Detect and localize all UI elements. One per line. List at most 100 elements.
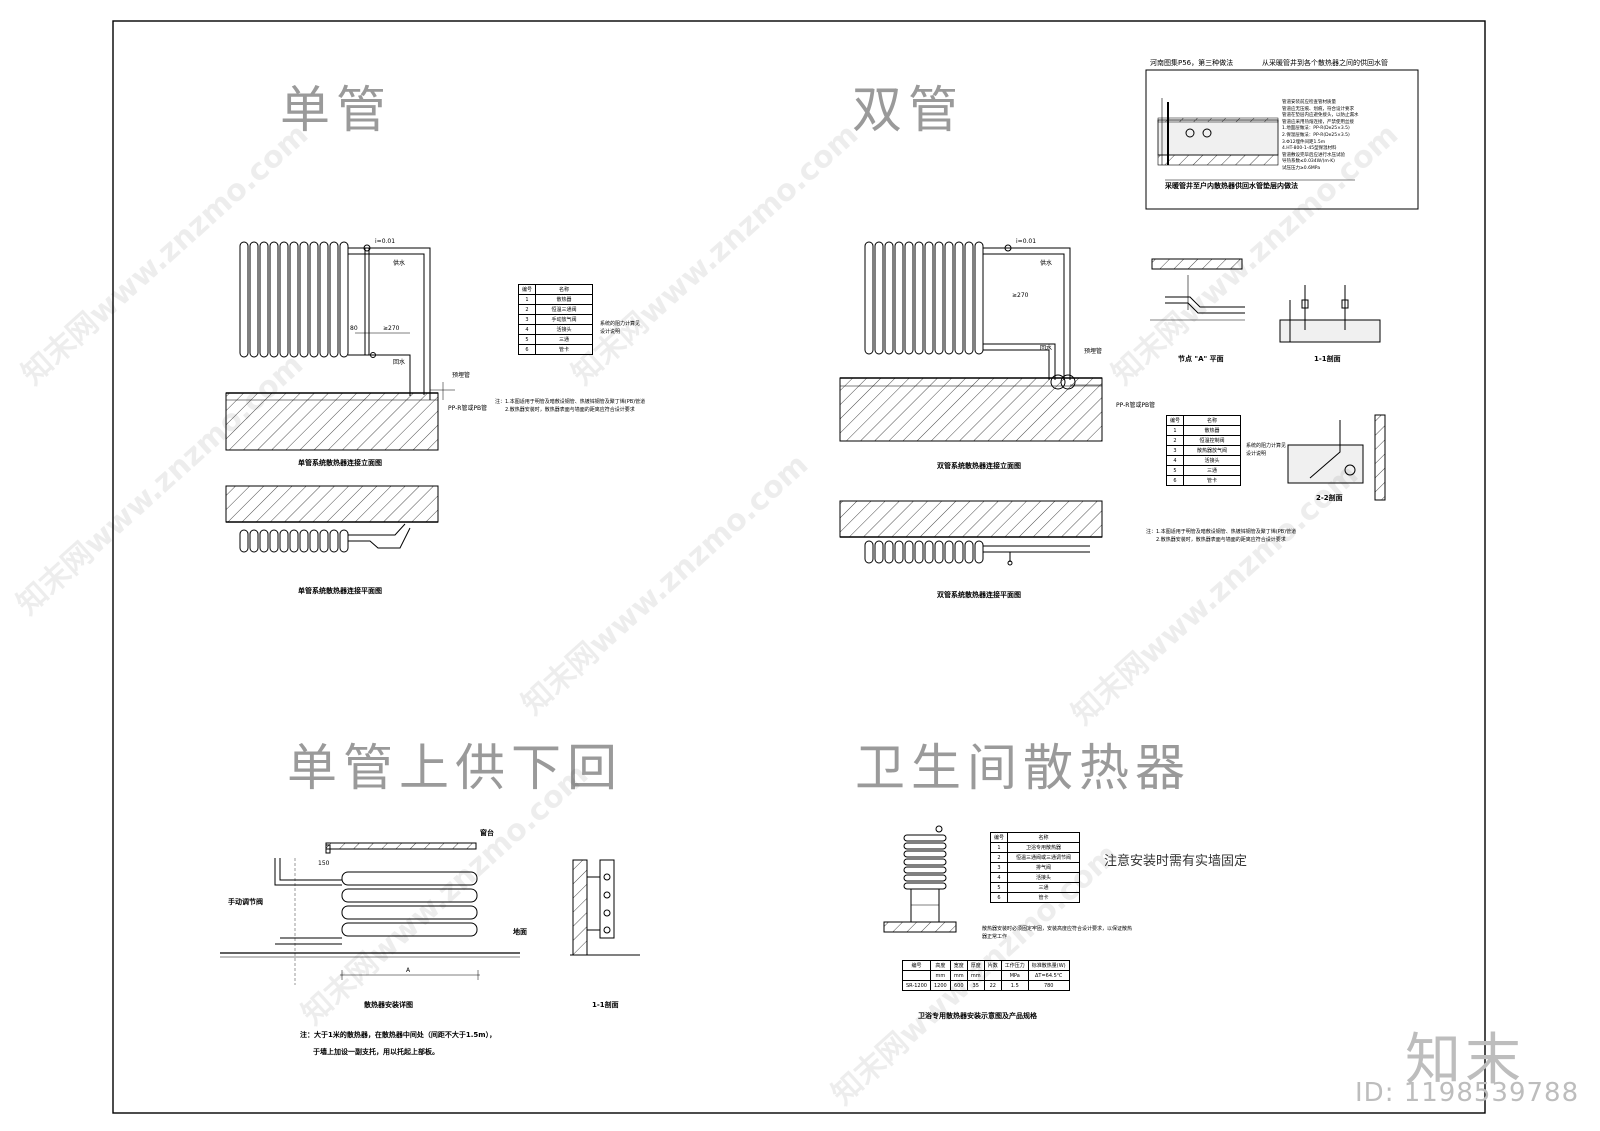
- dim-a: A: [406, 967, 411, 974]
- spec-row-4: 22: [983, 980, 1002, 991]
- section-22: [1287, 414, 1386, 501]
- caption-bath-install: 卫浴专用散热器安装示意图及产品规格: [918, 1012, 1037, 1020]
- legend-double-row-2-name: 恒温控制阀: [1183, 435, 1242, 446]
- header-line-9: 管道敷设完毕后应进行水压试验: [1282, 152, 1345, 158]
- legend-double-row-1-name: 散热器: [1183, 425, 1242, 436]
- header-line-4: 管道应采用热熔连接，严禁使用丝接: [1282, 119, 1354, 125]
- legend-bath-header-no: 编号: [989, 832, 1009, 843]
- single-plan: [225, 485, 439, 553]
- label-pp-r-double: PP-R管或PB管: [1116, 402, 1156, 409]
- header-lines: 管道安装前应检查管材质量 管道应无压痕、划痕，符合设计要求 管道在垫层内应避免接…: [1282, 100, 1359, 173]
- spec-header-6: 标准散热量(W): [1027, 960, 1070, 971]
- legend-single-header-no: 编号: [517, 284, 537, 295]
- double-elevation: [839, 241, 1103, 442]
- title-single-pipe: 单管: [280, 81, 392, 139]
- legend-bath-row-2-no: 2: [989, 852, 1009, 863]
- header-caption: 采暖管井至户内散热器供回水管垫层内做法: [1165, 182, 1298, 190]
- caption-section-11-bottom: 1-1剖面: [592, 1001, 619, 1009]
- dim-270: ≥270: [383, 325, 400, 332]
- spec-unit-0: [902, 970, 931, 981]
- label-return: 回水: [393, 359, 406, 366]
- bottom-note-2: 于墙上加设一副支托，用以托起上部板。: [313, 1048, 439, 1056]
- legend-single-row-4-no: 4: [517, 324, 537, 335]
- legend-bath-row-1-no: 1: [989, 842, 1009, 853]
- section-11-bottom: [570, 859, 640, 956]
- caption-double-plan: 双管系统散热器连接平面图: [937, 591, 1021, 599]
- legend-double-side-note: 系统的阻力计算见设计说明: [1246, 443, 1287, 457]
- legend-single-row-6-name: 管卡: [535, 344, 594, 355]
- header-line-2: 管道应无压痕、划痕，符合设计要求: [1282, 106, 1354, 112]
- brand-logo: 知末: [1405, 1028, 1525, 1093]
- legend-double-row-3-name: 散热器放气阀: [1183, 445, 1242, 456]
- single-elevation: [225, 241, 455, 451]
- label-supply: 供水: [393, 260, 406, 267]
- legend-double-header-no: 编号: [1165, 415, 1185, 426]
- section-11-top: [1279, 285, 1381, 343]
- legend-bath-row-6-no: 6: [989, 892, 1009, 903]
- bottom-note-1: 注：大于1米的散热器，在散热器中间处（间距不大于1.5m），: [300, 1031, 497, 1039]
- legend-double-row-3-no: 3: [1165, 445, 1185, 456]
- header-detail-box: [1145, 69, 1419, 210]
- notes-single-1: 注：1.本图适用于明管及暗敷设钢管、热镀锌钢管及聚丁烯(PB)管道: [495, 399, 646, 405]
- header-ref-right: 从采暖管井到各个散热器之间的供回水管: [1262, 59, 1388, 67]
- bath-spec-note: 散热器安装时必须固定牢固，安装高度应符合设计要求，以保证散热器正常工作: [982, 926, 1133, 940]
- legend-bath-row-6-name: 管卡: [1007, 892, 1081, 903]
- spec-row-0: SR-1200: [902, 980, 931, 991]
- caption-section-11-top: 1-1剖面: [1314, 355, 1341, 363]
- legend-single-row-3-no: 3: [517, 314, 537, 325]
- legend-single-row-4-name: 活接头: [535, 324, 594, 335]
- notes-double-1: 注：1.本图适用于明管及暗敷设钢管、热镀锌钢管及聚丁烯(PB)管道: [1146, 529, 1297, 535]
- caption-single-elevation: 单管系统散热器连接立面图: [298, 459, 382, 467]
- caption-node-a-plan: 节点 "A" 平面: [1178, 355, 1224, 363]
- legend-single-row-1-no: 1: [517, 294, 537, 305]
- legend-bath-row-4-no: 4: [989, 872, 1009, 883]
- legend-single-side-note: 系统的阻力计算见设计说明: [600, 321, 641, 335]
- legend-double-row-5-no: 5: [1165, 465, 1185, 476]
- label-manual-valve: 手动调节阀: [228, 898, 263, 906]
- legend-double-row-4-name: 活接头: [1183, 455, 1242, 466]
- node-a-plan: [1150, 258, 1245, 321]
- title-single-top-supply: 单管上供下回: [287, 739, 623, 797]
- bath-spec-table: 编号 高度 宽度 厚度 片数 工作压力 标准散热量(W) mm mm mm MP…: [902, 960, 1070, 991]
- legend-bath-row-3-no: 3: [989, 862, 1009, 873]
- legend-bath-row-1-name: 卫浴专用散热器: [1007, 842, 1081, 853]
- label-buried-double: 预埋管: [1084, 348, 1103, 355]
- title-bathroom: 卫生间散热器: [855, 739, 1191, 797]
- legend-single-header-name: 名称: [535, 284, 594, 295]
- legend-double-row-4-no: 4: [1165, 455, 1185, 466]
- header-line-5: 1.地面层做法：PP-R(De25×3.5): [1282, 126, 1350, 132]
- header-line-6: 2.保温层做法：PP-R(De25×3.5): [1282, 132, 1350, 138]
- header-line-11: 试压压力≥0.6MPa: [1282, 165, 1321, 171]
- header-ref-left: 河南图集P56，第三种做法: [1150, 59, 1234, 67]
- spec-unit-6: ΔT=64.5℃: [1027, 970, 1070, 981]
- notes-single-2: 2.散热器安装时，散热器表面与墙面的距离应符合设计要求: [505, 407, 635, 413]
- notes-double-2: 2.散热器安装时，散热器表面与墙面的距离应符合设计要求: [1156, 537, 1286, 543]
- title-double-pipe: 双管: [852, 81, 964, 139]
- label-slope-double: i=0.01: [1016, 238, 1037, 245]
- label-pp-r-single: PP-R管或PB管: [448, 405, 488, 412]
- label-return-double: 回水: [1040, 345, 1053, 352]
- label-buried: 预埋管: [452, 372, 471, 379]
- dim-80: 80: [350, 325, 358, 332]
- single-radiator: [239, 241, 349, 358]
- legend-single-row-5-no: 5: [517, 334, 537, 345]
- header-line-8: 4.HT-800-1-45型保温材料: [1282, 146, 1337, 152]
- label-floor: 地面: [513, 928, 527, 936]
- caption-radiator-install: 散热器安装详图: [364, 1001, 413, 1009]
- caption-single-plan: 单管系统散热器连接平面图: [298, 587, 382, 595]
- legend-single-row-1-name: 散热器: [535, 294, 594, 305]
- legend-bath-row-5-no: 5: [989, 882, 1009, 893]
- label-slope: i=0.01: [375, 238, 396, 245]
- spec-header-0: 编号: [902, 960, 931, 971]
- caption-section-22: 2-2剖面: [1316, 494, 1343, 502]
- radiator-install: [220, 842, 520, 985]
- install-note: 注意安装时需有实墙固定: [1104, 854, 1248, 869]
- spec-row-6: 780: [1027, 980, 1070, 991]
- dim-270-double: ≥270: [1012, 292, 1029, 299]
- double-plan: [839, 500, 1103, 566]
- legend-single-row-2-name: 恒温三通阀: [535, 304, 594, 315]
